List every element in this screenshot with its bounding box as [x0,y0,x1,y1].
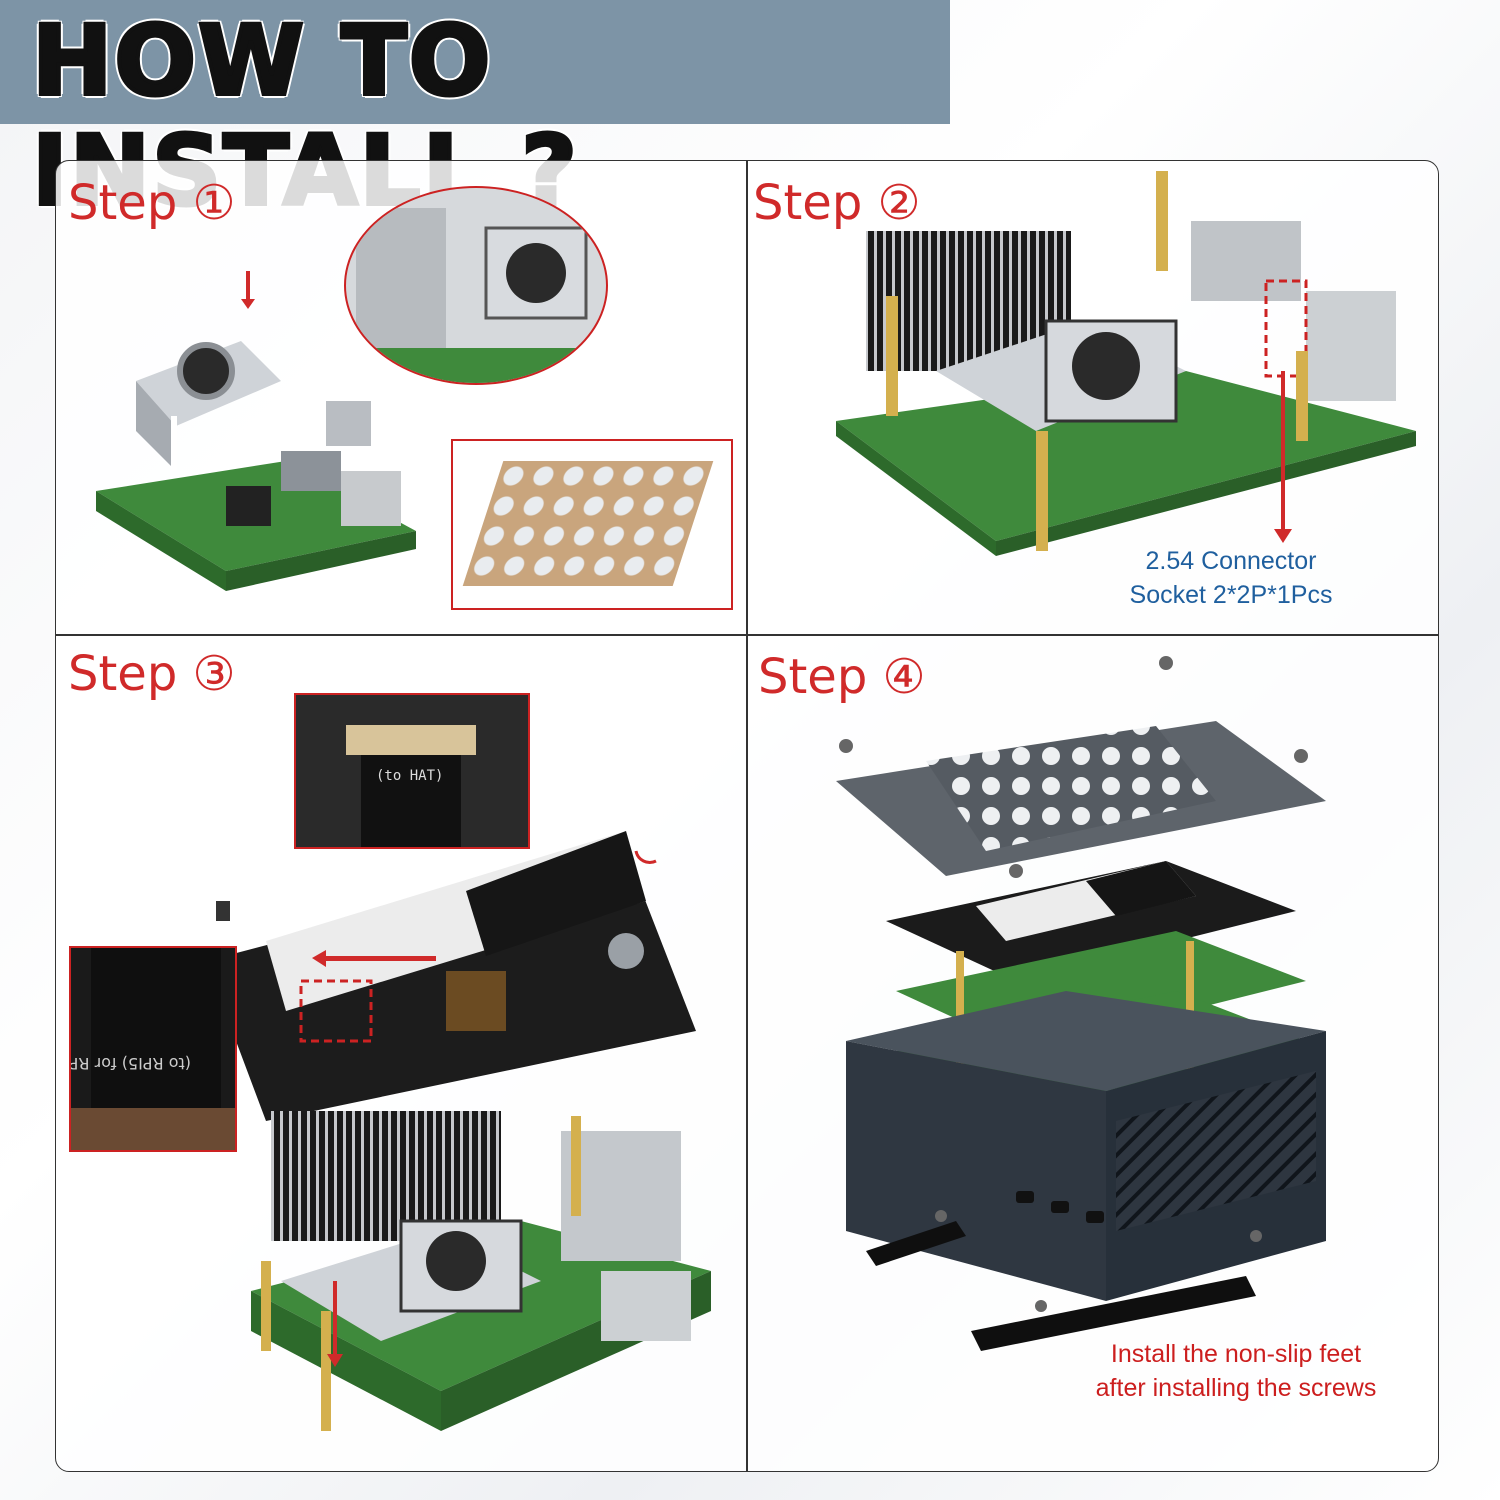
step-4-exploded-image [826,651,1396,1371]
title-banner: HOW TO INSTALL ? [0,0,950,228]
step-2-caption-line2: Socket 2*2P*1Pcs [1129,581,1333,609]
step-3-hat-image [206,831,706,1121]
thermal-pad-image [462,461,714,586]
grid-divider-horizontal [56,634,1438,636]
step-4-caption: Install the non-slip feet after installi… [1066,1337,1406,1405]
step-3-cable-inset: (to RPI5) for RPI 5 [69,946,237,1152]
step-1-zoom-inset [344,186,608,385]
step-1-board-image [76,231,436,621]
step-2-title: Step ② [753,175,921,231]
step-4-title: Step ④ [758,649,926,705]
step-2-caption: 2.54 Connector Socket 2*2P*1Pcs [1106,544,1356,612]
svg-text:(to RPI5) for RPI 5: (to RPI5) for RPI 5 [71,1054,191,1073]
step-2-board-image [826,171,1426,611]
step-2-caption-line1: 2.54 Connector [1145,547,1317,575]
steps-grid: Step ① Step ② [55,160,1439,1472]
step-4-caption-line1: Install the non-slip feet [1110,1340,1362,1368]
step-1-title: Step ① [68,175,236,231]
step-1-pad-inset [451,439,733,610]
step-4-caption-line2: after installing the screws [1095,1374,1377,1402]
grid-divider-vertical [746,161,748,1471]
svg-text:(to HAT): (to HAT) [376,768,443,784]
step-3-connector-inset: (to HAT) [294,693,530,849]
step-3-board-image [241,1111,721,1461]
step-3-title: Step ③ [68,646,236,702]
